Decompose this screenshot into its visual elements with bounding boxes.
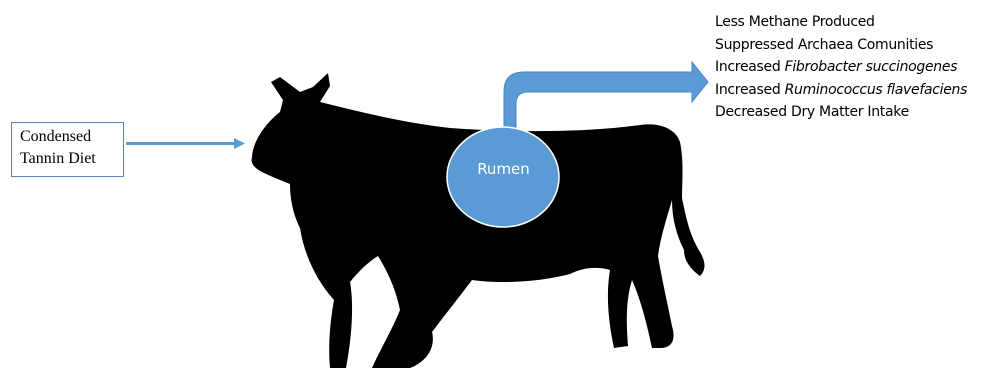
effect-species: Fibrobacter succinogenes: [785, 59, 958, 75]
effects-arrow: [504, 62, 708, 128]
diet-label-line2: Tannin Diet: [20, 148, 123, 170]
effect-text: Increased: [715, 82, 785, 98]
effect-text: Suppressed Archaea Comunities: [715, 37, 933, 53]
effect-item: Suppressed Archaea Comunities: [715, 34, 967, 57]
effect-text: Decreased Dry Matter Intake: [715, 104, 909, 120]
effect-species: Ruminococcus flavefaciens: [785, 82, 968, 98]
effect-text: Less Methane Produced: [715, 14, 875, 30]
diet-arrow-head: [234, 138, 245, 149]
diet-input-box: Condensed Tannin Diet: [11, 122, 124, 177]
effect-item: Increased Fibrobacter succinogenes: [715, 56, 967, 79]
effects-list: Less Methane Produced Suppressed Archaea…: [715, 11, 967, 124]
diet-arrow-shaft: [126, 142, 234, 145]
effect-item: Decreased Dry Matter Intake: [715, 101, 967, 124]
diet-arrow: [126, 138, 245, 149]
rumen-label: Rumen: [447, 160, 560, 178]
effect-item: Increased Ruminococcus flavefaciens: [715, 79, 967, 102]
effect-text: Increased: [715, 59, 785, 75]
diet-label-line1: Condensed: [20, 126, 123, 148]
effects-arrow-body: [504, 62, 708, 128]
effect-item: Less Methane Produced: [715, 11, 967, 34]
